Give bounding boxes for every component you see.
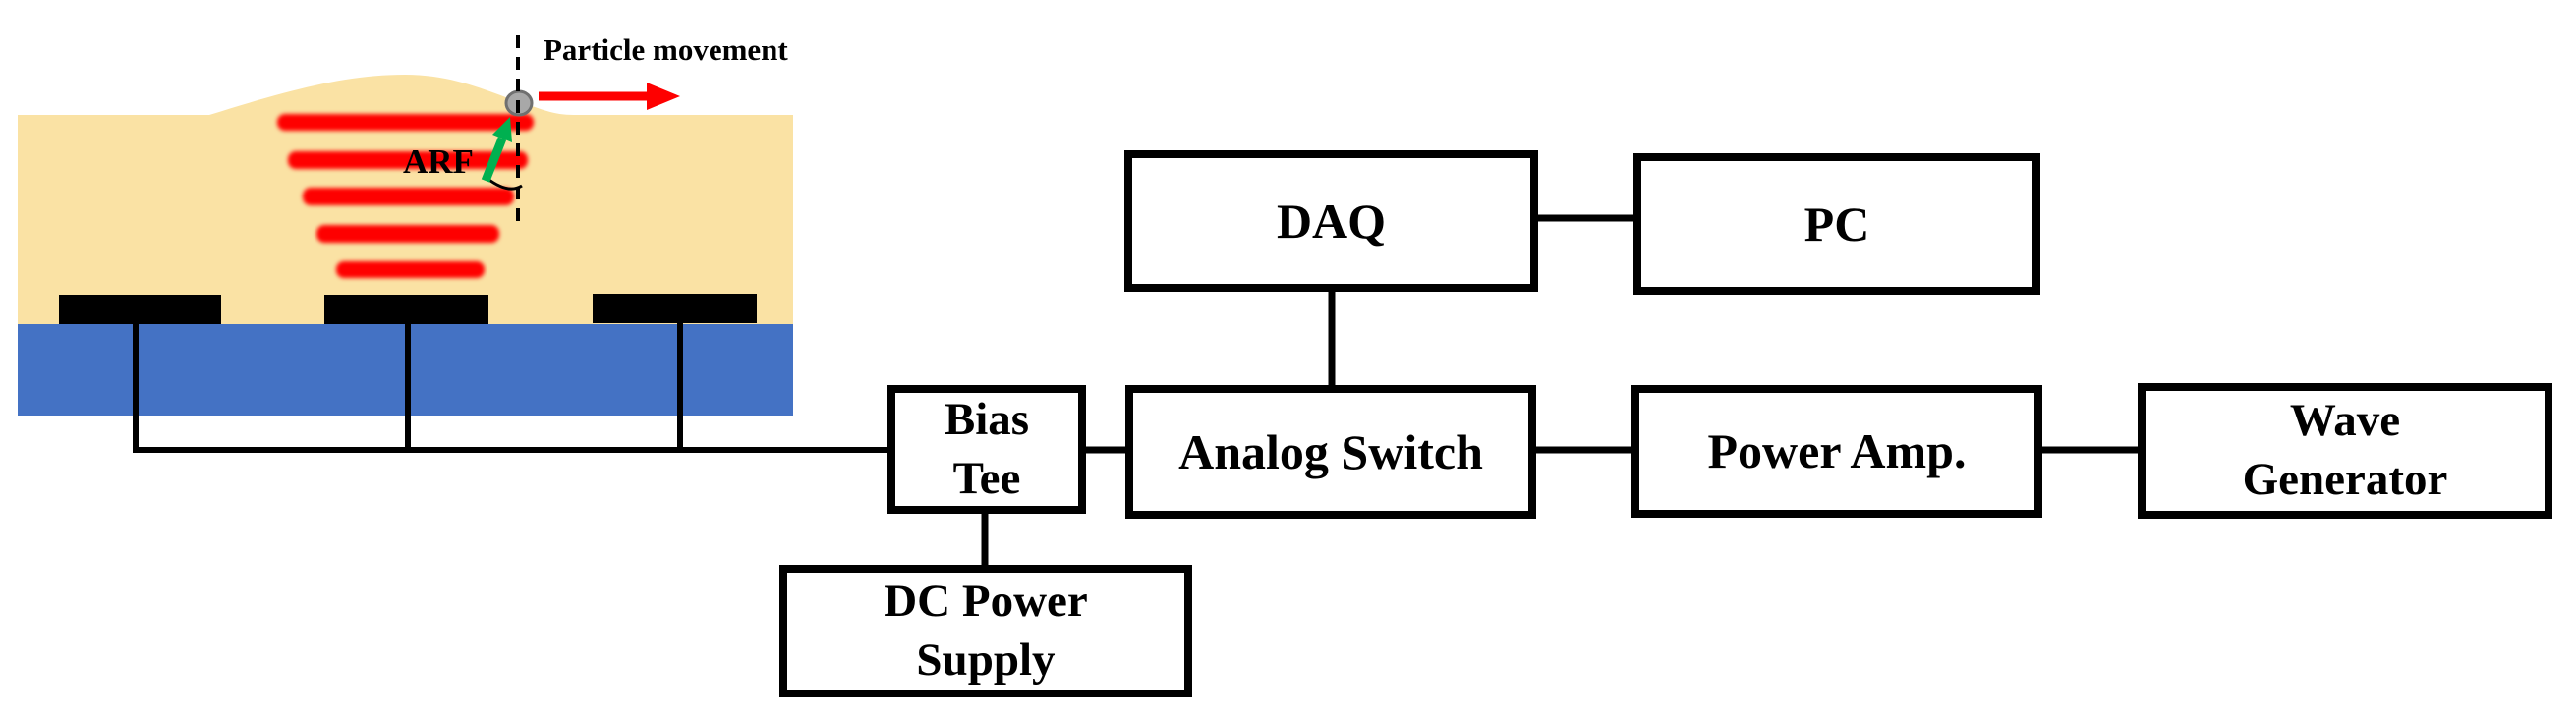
- electrode: [593, 294, 757, 323]
- particle-movement-arrow: [539, 83, 680, 110]
- block-dc-power-supply: DC Power Supply: [779, 565, 1192, 697]
- particle-movement-arrow-head: [647, 83, 680, 110]
- block-daq: DAQ: [1124, 150, 1538, 292]
- block-pc: PC: [1633, 153, 2040, 295]
- acoustic-wave-beam: [277, 114, 534, 278]
- arf-label: ARF: [403, 142, 474, 181]
- acoustic-wave-bar: [303, 188, 514, 205]
- acoustic-wave-bar: [316, 225, 499, 243]
- acoustic-wave-bar: [277, 114, 534, 131]
- block-analog-switch: Analog Switch: [1125, 385, 1536, 519]
- block-wave-generator: Wave Generator: [2138, 383, 2552, 519]
- acoustic-wave-bar: [336, 261, 485, 278]
- acoustic-wave-bar: [288, 151, 528, 169]
- arf-arrow-shaft: [481, 137, 507, 183]
- block-bias-tee: Bias Tee: [887, 385, 1086, 514]
- block-power-amp: Power Amp.: [1631, 385, 2042, 518]
- electrode: [59, 295, 221, 324]
- electrode-bus-wiring: [133, 310, 891, 453]
- arf-arrow-head: [492, 117, 512, 142]
- electrode-wire: [133, 312, 891, 453]
- arf-arrow: [481, 117, 512, 183]
- block-connectors: [981, 214, 2142, 569]
- particle-movement-label: Particle movement: [544, 32, 788, 67]
